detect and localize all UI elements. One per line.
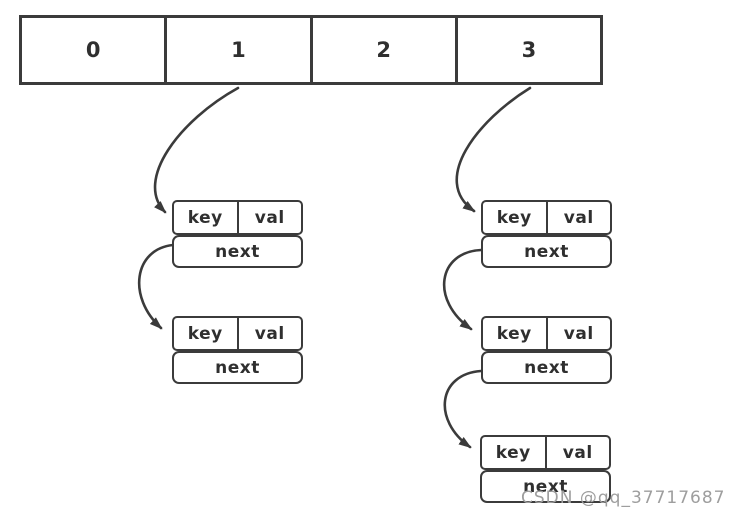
node-bucket3-1: key val next [481, 316, 612, 384]
node-bucket3-2: key val next [480, 435, 611, 503]
node-key-cell: key [174, 202, 239, 233]
array-cell-1: 1 [167, 18, 313, 82]
node-val-cell: val [562, 442, 593, 463]
node-kv-row: key val [172, 200, 303, 235]
node-val-cell: val [563, 207, 594, 228]
array-cell-0: 0 [22, 18, 168, 82]
node-next-cell: next [172, 351, 303, 384]
node-key-cell: key [483, 318, 548, 349]
node-bucket1-1: key val next [172, 316, 303, 384]
node-bucket3-0: key val next [481, 200, 612, 268]
node-bucket1-0: key val next [172, 200, 303, 268]
arrow-bucket3-node2-to-node3 [443, 369, 483, 449]
arrow-bucket1-node1-to-node2 [137, 243, 175, 330]
node-kv-row: key val [480, 435, 611, 470]
arrow-bucket3-to-node [455, 86, 532, 213]
array-cell-3: 3 [521, 38, 537, 62]
node-val-cell: val [254, 207, 285, 228]
node-kv-row: key val [172, 316, 303, 351]
node-key-cell: key [483, 202, 548, 233]
node-key-cell: key [482, 437, 547, 468]
node-next-cell: next [481, 235, 612, 268]
node-next-cell: next [480, 470, 611, 503]
bucket-array: 0 1 2 3 [19, 15, 603, 85]
node-val-cell: val [563, 323, 594, 344]
arrow-bucket1-to-node [153, 86, 240, 214]
node-kv-row: key val [481, 200, 612, 235]
csdn-watermark: CSDN @qq_37717687 [521, 488, 726, 508]
node-val-cell: val [254, 323, 285, 344]
node-next-cell: next [172, 235, 303, 268]
arrow-bucket3-node1-to-node2 [442, 248, 483, 331]
array-cell-2: 2 [313, 18, 458, 82]
node-next-cell: next [481, 351, 612, 384]
node-kv-row: key val [481, 316, 612, 351]
node-key-cell: key [174, 318, 239, 349]
